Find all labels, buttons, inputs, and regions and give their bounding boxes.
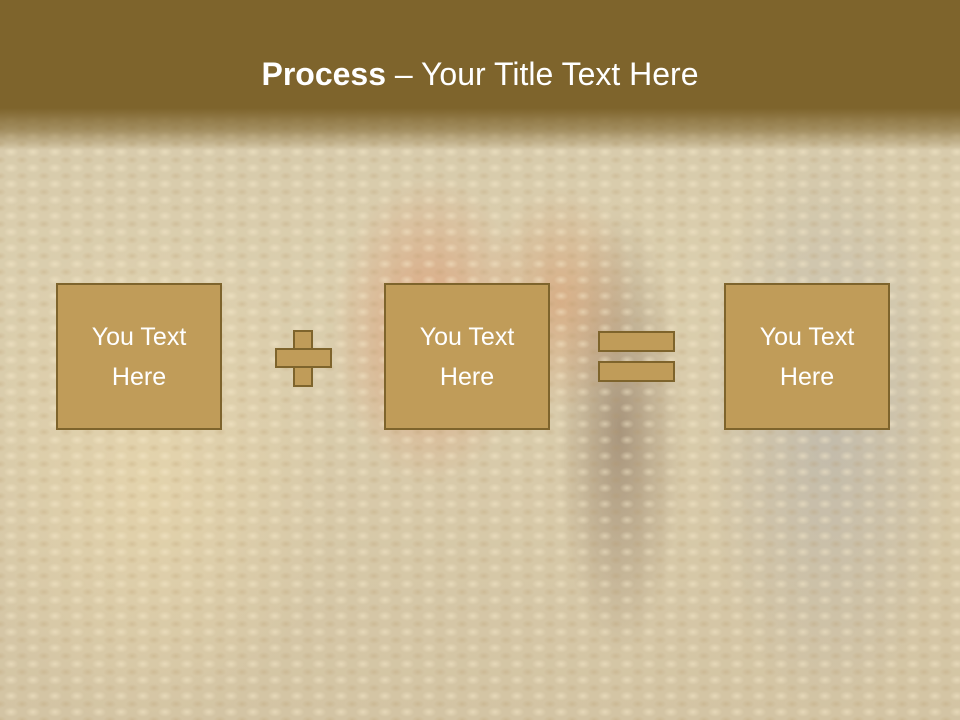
slide-title[interactable]: Process – Your Title Text Here: [0, 54, 960, 94]
process-box-3[interactable]: You Text Here: [724, 283, 890, 430]
title-rest: – Your Title Text Here: [386, 56, 699, 92]
process-box-3-line2: Here: [779, 362, 835, 391]
process-box-3-line1: You Text: [759, 322, 855, 351]
equals-icon-bottom-bar: [598, 361, 675, 382]
process-box-1[interactable]: You Text Here: [56, 283, 222, 430]
process-box-2-text: You Text Here: [397, 317, 537, 397]
process-box-2-line1: You Text: [419, 322, 515, 351]
process-box-1-text: You Text Here: [69, 317, 209, 397]
process-box-1-line1: You Text: [91, 322, 187, 351]
process-box-3-text: You Text Here: [737, 317, 877, 397]
process-box-2[interactable]: You Text Here: [384, 283, 550, 430]
header-band: [0, 0, 960, 150]
plus-icon-center: [295, 350, 311, 366]
equals-icon-top-bar: [598, 331, 675, 352]
process-box-1-line2: Here: [111, 362, 167, 391]
process-box-2-line2: Here: [439, 362, 495, 391]
title-bold: Process: [261, 56, 387, 92]
